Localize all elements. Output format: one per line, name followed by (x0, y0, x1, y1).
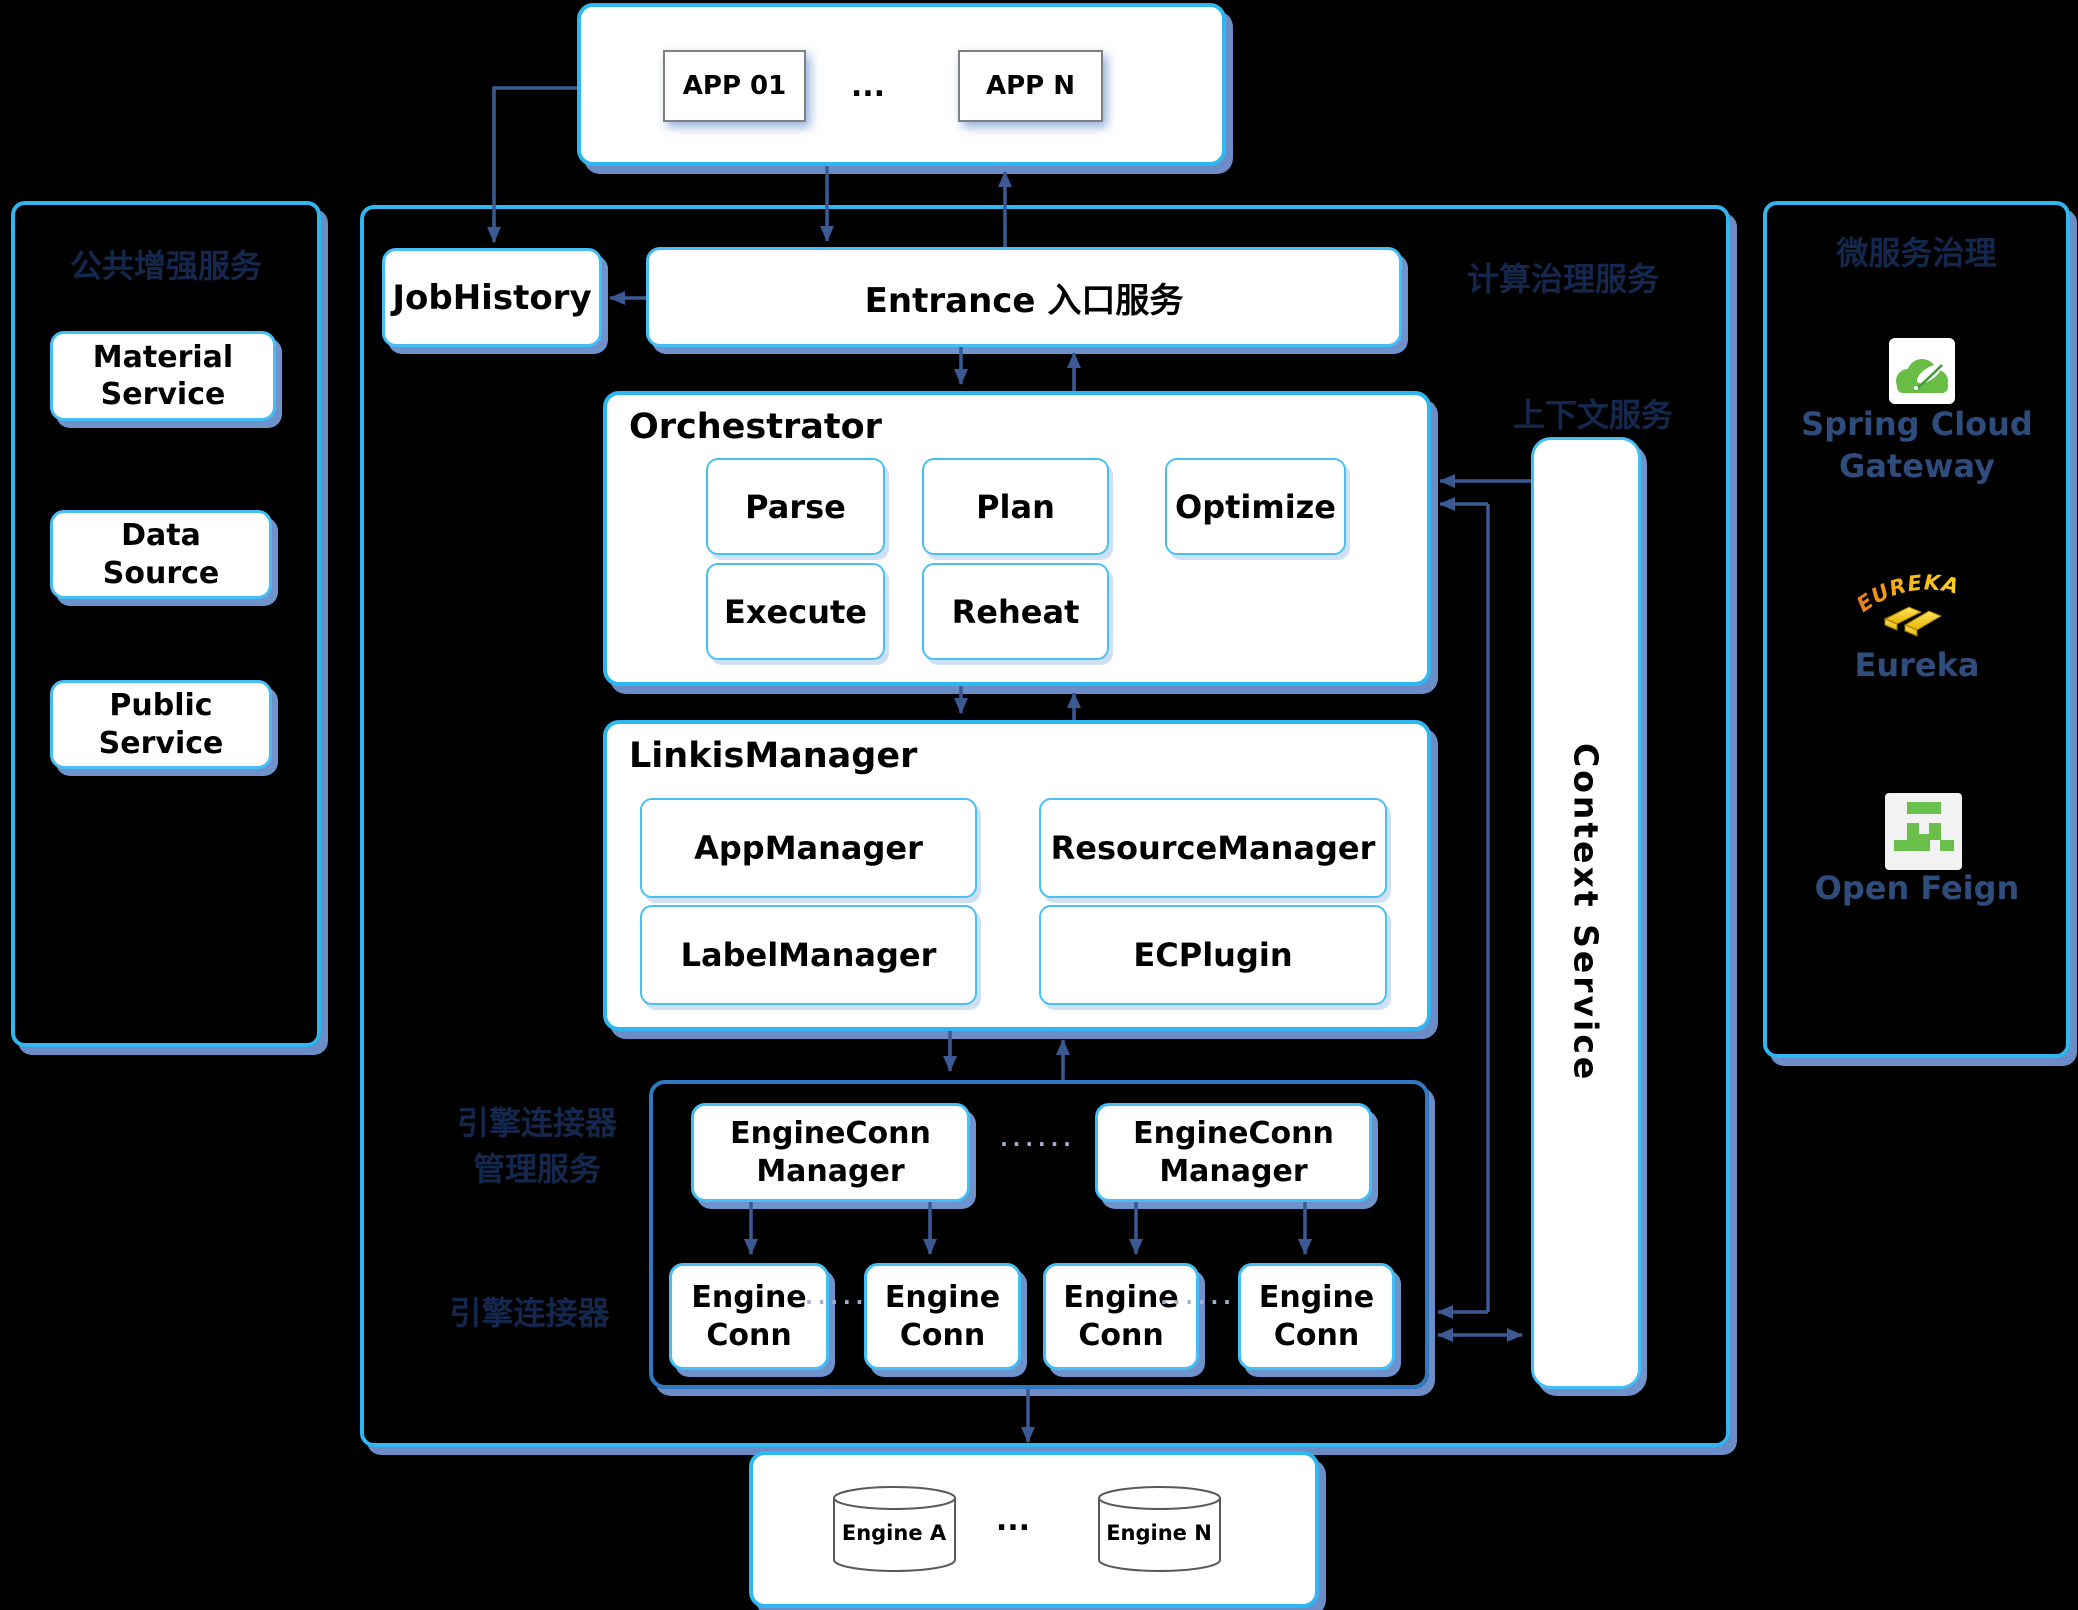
spring-cloud-icon (1889, 338, 1955, 404)
ecplugin-label: ECPlugin (1133, 936, 1293, 974)
engine-conn-2-label: Engine Conn (884, 1280, 1001, 1353)
ecplugin-box: ECPlugin (1039, 905, 1387, 1005)
engineconn-manager-cn-label: 引擎连接器 管理服务 (456, 1104, 617, 1189)
reheat-box: Reheat (922, 563, 1109, 660)
engineconn-area-box: EngineConn Manager ······ EngineConn Man… (649, 1080, 1429, 1389)
optimize-box: Optimize (1165, 458, 1346, 555)
engine-conn-3-label: Engine Conn (1063, 1280, 1179, 1353)
computation-governance-panel: 计算治理服务 JobHistory Entrance 入口服务 Orchestr… (360, 205, 1730, 1447)
engine-a-label: Engine A (842, 1521, 947, 1545)
orchestrator-box: Orchestrator Parse Plan Optimize Execute… (603, 391, 1431, 686)
microservice-governance-title: 微服务治理 (1836, 234, 1997, 272)
resourcemanager-label: ResourceManager (1050, 829, 1376, 867)
context-service-cn-title: 上下文服务 (1512, 396, 1673, 434)
engineconn-manager-2-box: EngineConn Manager (1095, 1103, 1372, 1202)
linkismanager-box: LinkisManager AppManager ResourceManager… (603, 720, 1431, 1031)
execute-box: Execute (706, 563, 885, 660)
optimize-label: Optimize (1174, 487, 1336, 526)
app-01-label: APP 01 (682, 71, 787, 101)
resourcemanager-box: ResourceManager (1039, 798, 1387, 898)
open-feign-label: Open Feign (1814, 869, 2020, 907)
entrance-label: Entrance 入口服务 (864, 280, 1184, 321)
app-n-box: APP N (958, 50, 1103, 122)
public-enhance-title: 公共增强服务 (69, 247, 262, 285)
engine-conn-1-box: Engine Conn (669, 1263, 829, 1370)
public-enhance-panel: 公共增强服务 Material Service Data Source Publ… (11, 201, 321, 1047)
spring-cloud-gateway-label: Spring Cloud Gateway (1801, 405, 2033, 485)
jobhistory-box: JobHistory (382, 248, 602, 347)
reheat-label: Reheat (951, 592, 1080, 631)
engineconn-manager-1-label: EngineConn Manager (730, 1116, 931, 1189)
engine-a-cylinder-icon: Engine A (833, 1486, 956, 1572)
computation-governance-title: 计算治理服务 (1466, 260, 1659, 298)
orchestrator-title: Orchestrator (629, 407, 882, 447)
engines-box: Engine A ... Engine N (749, 1451, 1319, 1608)
engines-ellipsis: ... (995, 1502, 1031, 1538)
context-service-bar: Context Service (1531, 437, 1641, 1389)
engine-conn-4-box: Engine Conn (1238, 1263, 1395, 1370)
engine-n-cylinder-icon: Engine N (1098, 1486, 1221, 1572)
engine-conn-1-label: Engine Conn (691, 1280, 807, 1353)
appmanager-box: AppManager (640, 798, 977, 898)
entrance-box: Entrance 入口服务 (646, 247, 1402, 347)
data-source-label: Data Source (102, 518, 220, 591)
public-service-box: Public Service (50, 680, 272, 769)
app-n-label: APP N (985, 71, 1076, 101)
plan-box: Plan (922, 458, 1109, 555)
linkismanager-title: LinkisManager (629, 736, 918, 776)
microservice-governance-panel: 微服务治理 Spring Cloud Gateway E (1763, 201, 2070, 1058)
engine-n-label: Engine N (1106, 1521, 1212, 1545)
data-source-box: Data Source (50, 510, 272, 599)
jobhistory-label: JobHistory (392, 277, 592, 318)
parse-box: Parse (706, 458, 885, 555)
public-service-label: Public Service (98, 688, 224, 761)
material-service-label: Material Service (92, 339, 234, 413)
material-service-box: Material Service (50, 331, 276, 421)
engine-conn-4-label: Engine Conn (1258, 1280, 1375, 1353)
app-ellipsis: ... (850, 68, 886, 104)
eureka-icon: EUREKA (1857, 570, 1961, 637)
engineconn-manager-2-label: EngineConn Manager (1133, 1116, 1334, 1189)
execute-label: Execute (724, 592, 867, 631)
app-01-box: APP 01 (663, 50, 806, 122)
plan-label: Plan (976, 487, 1055, 526)
engine-conn-3-box: Engine Conn (1043, 1263, 1199, 1370)
engine-conn-2-box: Engine Conn (864, 1263, 1021, 1370)
labelmanager-label: LabelManager (680, 936, 937, 974)
manager-ellipsis: ······ (1000, 1132, 1076, 1156)
engineconn-manager-1-box: EngineConn Manager (691, 1103, 970, 1202)
conn-ellipsis-2: ······ (1160, 1290, 1236, 1314)
context-service-label: Context Service (1566, 743, 1606, 1083)
open-feign-icon (1885, 793, 1962, 870)
eureka-label: Eureka (1854, 646, 1980, 684)
engineconn-cn-label: 引擎连接器 (449, 1294, 610, 1332)
app-layer-box: APP 01 ... APP N (577, 3, 1226, 166)
appmanager-label: AppManager (694, 829, 923, 867)
parse-label: Parse (745, 487, 846, 526)
labelmanager-box: LabelManager (640, 905, 977, 1005)
